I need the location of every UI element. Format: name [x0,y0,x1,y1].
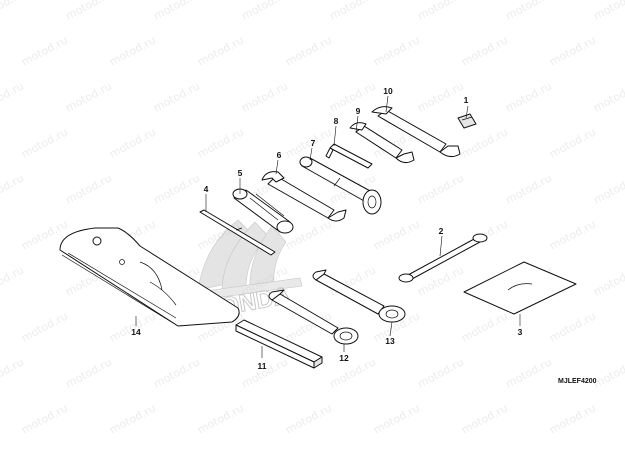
watermark-text: motod.ru [19,309,70,344]
leader-lines [135,95,521,358]
watermark-text: motod.ru [415,0,466,23]
watermark-text: motod.ru [0,263,26,298]
watermark-layer: motod.ru motod.ru motod.ru motod.ru motod.ru… [0,0,625,437]
callout-9: 9 [356,106,361,116]
watermark-text: motod.ru [503,171,554,206]
watermark-text: motod.ru [239,0,290,23]
watermark-text: motod.ru [327,79,378,114]
watermark-text: motod.ru [63,355,114,390]
part-1-clip [457,113,477,129]
diagram-code: MJLEF4200 [558,378,597,385]
watermark-text: motod.ru [327,355,378,390]
watermark-text: motod.ru [151,171,202,206]
callout-3: 3 [518,327,523,337]
watermark-text: motod.ru [195,401,246,436]
watermark-text: motod.ru [547,217,598,252]
callout-11: 11 [258,361,267,371]
part-6-open-wrench [261,171,347,222]
watermark-text: motod.ru [151,0,202,23]
callout-14: 14 [131,327,141,337]
callout-4: 4 [204,184,209,194]
watermark-text: motod.ru [63,171,114,206]
part-10-wrench [371,106,461,158]
watermark-text: motod.ru [327,0,378,23]
watermark-text: motod.ru [591,355,625,390]
watermark-text: motod.ru [151,355,202,390]
watermark-text: motod.ru [195,125,246,160]
watermark-text: motod.ru [0,355,26,390]
callout-labels: 1 2 3 4 5 6 7 8 9 10 11 12 13 14 [131,86,522,371]
watermark-text: motod.ru [415,79,466,114]
callout-6: 6 [277,150,282,160]
watermark-text: motod.ru [547,401,598,436]
callout-10: 10 [383,86,393,96]
watermark-text: motod.ru [591,263,625,298]
part-2-strap [398,233,488,283]
watermark-text: motod.ru [19,401,70,436]
watermark-text: motod.ru [63,0,114,23]
part-13-wrench [312,269,406,323]
watermark-text: motod.ru [0,0,26,23]
watermark-text: motod.ru [547,125,598,160]
watermark-text: motod.ru [415,171,466,206]
watermark-text: motod.ru [63,79,114,114]
callout-2: 2 [439,226,444,236]
watermark-text: motod.ru [195,33,246,68]
watermark-text: motod.ru [459,309,510,344]
watermark-text: motod.ru [547,309,598,344]
watermark-text: motod.ru [283,401,334,436]
watermark-text: motod.ru [151,79,202,114]
part-12-ring-wrench [268,289,359,345]
watermark-text: motod.ru [591,171,625,206]
watermark-text: motod.ru [0,79,26,114]
callout-13: 13 [385,336,395,346]
part-8-hex-key [325,143,373,169]
watermark-text: motod.ru [107,401,158,436]
watermark-text: motod.ru [283,33,334,68]
watermark-text: motod.ru [459,125,510,160]
callout-5: 5 [238,168,243,178]
watermark-text: motod.ru [591,0,625,23]
part-9-wrench [349,122,415,164]
part-4-screwdriver [199,209,276,256]
watermark-text: motod.ru [371,217,422,252]
watermark-text: motod.ru [239,79,290,114]
part-5-screwdriver-handle [232,188,294,234]
watermark-text: motod.ru [371,401,422,436]
watermark-text: motod.ru [107,33,158,68]
watermark-text: motod.ru [107,125,158,160]
part-11-sleeve [235,319,323,369]
callout-1: 1 [464,95,469,105]
watermark-text: motod.ru [459,401,510,436]
watermark-text: motod.ru [0,171,26,206]
watermark-text: motod.ru [371,33,422,68]
watermark-text: motod.ru [503,355,554,390]
watermark-text: motod.ru [19,33,70,68]
callout-12: 12 [339,353,349,363]
watermark-text: motod.ru [547,33,598,68]
callout-7: 7 [311,138,316,148]
watermark-text: motod.ru [503,0,554,23]
watermark-text: motod.ru [19,125,70,160]
callout-8: 8 [334,116,339,126]
watermark-text: motod.ru [459,33,510,68]
watermark-text: motod.ru [415,355,466,390]
watermark-text: motod.ru [503,79,554,114]
part-3-card [463,261,577,315]
watermark-text: motod.ru [591,79,625,114]
part-14-tool-bag [59,227,240,327]
part-7-plug-wrench [299,156,382,215]
